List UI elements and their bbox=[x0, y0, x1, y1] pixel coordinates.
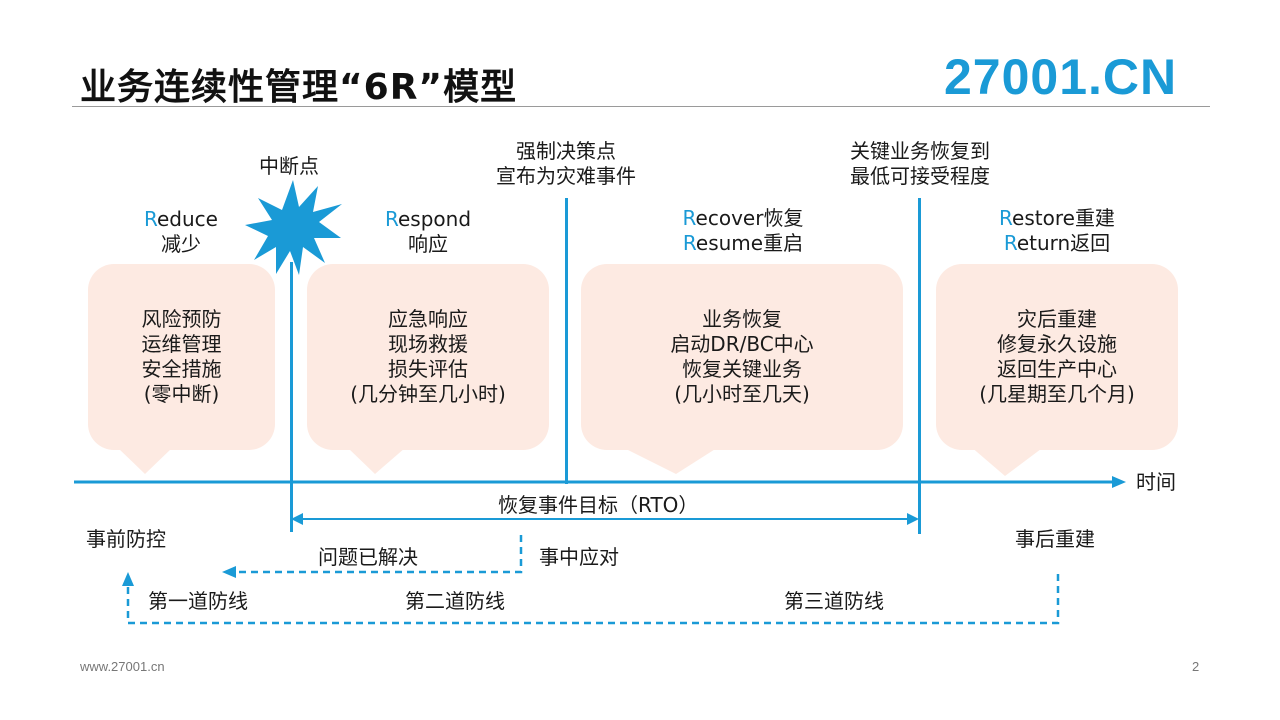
page-number: 2 bbox=[1192, 659, 1200, 674]
problem-solved-label: 问题已解决 bbox=[318, 545, 418, 569]
phase-heading-reduce: Reduce 减少 bbox=[144, 207, 218, 256]
decision-point-label: 强制决策点 宣布为灾难事件 bbox=[496, 139, 636, 188]
second-defense-label: 第二道防线 bbox=[405, 589, 505, 613]
rto-arrowhead-left bbox=[291, 513, 303, 525]
bubble-tail-respond bbox=[348, 448, 405, 474]
first-defense-label: 第一道防线 bbox=[148, 589, 248, 613]
bubble-tail-restore bbox=[970, 446, 1045, 476]
footer-url: www.27001.cn bbox=[80, 659, 165, 674]
phase-bubble-recover: 业务恢复 启动DR/BC中心 恢复关键业务 (几小时至几天) bbox=[581, 264, 903, 450]
phase-bubble-reduce: 风险预防 运维管理 安全措施 (零中断) bbox=[88, 264, 275, 450]
post-event-label: 事后重建 bbox=[1015, 527, 1095, 551]
page-title: 业务连续性管理“6R”模型 bbox=[80, 67, 518, 108]
third-defense-label: 第三道防线 bbox=[784, 589, 884, 613]
interrupt-line bbox=[290, 262, 293, 532]
pre-event-label: 事前防控 bbox=[86, 527, 166, 551]
time-axis-arrowhead bbox=[1112, 476, 1126, 488]
during-event-label: 事中应对 bbox=[539, 545, 619, 569]
phase-heading-restore: Restore重建 Return返回 bbox=[999, 206, 1115, 255]
bubble-tail-reduce bbox=[118, 448, 172, 474]
interrupt-point-label: 中断点 bbox=[259, 154, 319, 178]
time-axis-label: 时间 bbox=[1136, 470, 1176, 494]
rto-label: 恢复事件目标（RTO） bbox=[498, 493, 699, 517]
phase-heading-recover: Recover恢复 Resume重启 bbox=[682, 206, 804, 255]
phase-bubble-respond: 应急响应 现场救援 损失评估 (几分钟至几小时) bbox=[307, 264, 549, 450]
solved-dashed-arrow bbox=[234, 535, 523, 574]
defense-arrowhead bbox=[122, 572, 134, 586]
phase-bubble-restore: 灾后重建 修复永久设施 返回生产中心 (几星期至几个月) bbox=[936, 264, 1178, 450]
recovery-line bbox=[918, 198, 921, 534]
phase-heading-respond: Respond 响应 bbox=[384, 207, 472, 256]
solved-arrowhead bbox=[222, 566, 236, 578]
decision-line bbox=[565, 198, 568, 484]
rto-arrowhead-right bbox=[907, 513, 919, 525]
title-divider bbox=[72, 106, 1210, 107]
brand-logo: 27001.CN bbox=[944, 49, 1178, 105]
recovery-point-label: 关键业务恢复到 最低可接受程度 bbox=[850, 139, 990, 188]
interrupt-starburst-icon bbox=[245, 180, 342, 275]
bubble-tail-recover bbox=[620, 446, 720, 474]
defense-dashed-loop bbox=[126, 574, 1060, 625]
